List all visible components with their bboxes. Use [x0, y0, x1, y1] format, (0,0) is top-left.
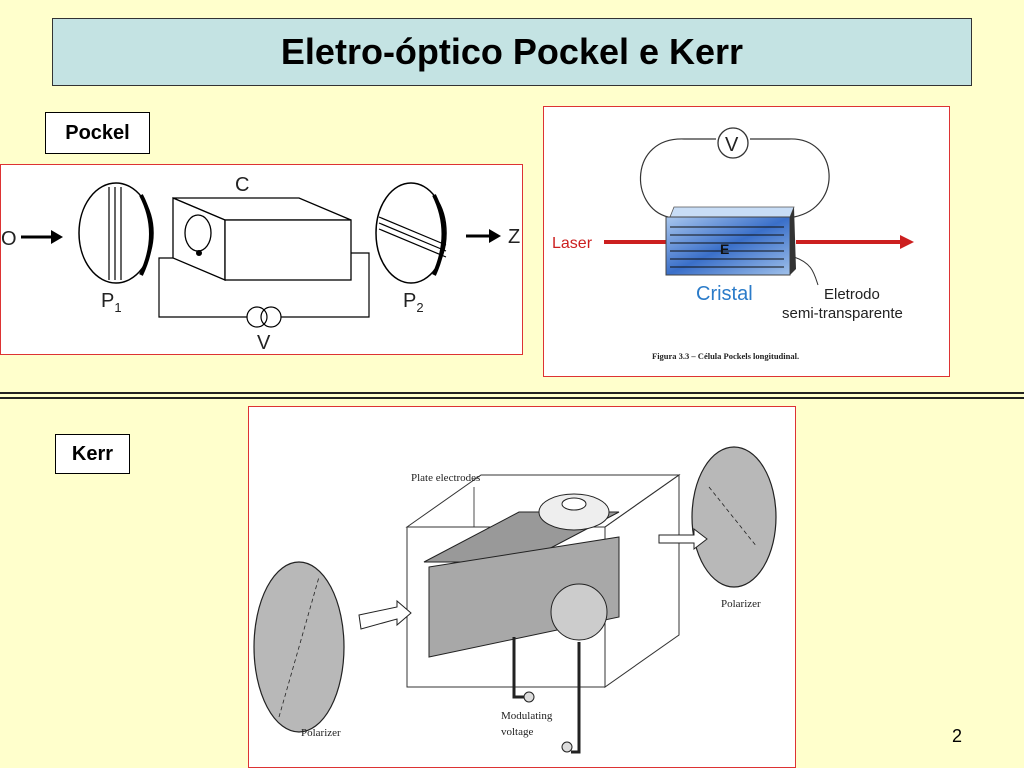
kerr-cell-figure: Polarizer Polarizer Plate electrodes Mod…	[253, 446, 777, 754]
crystal-label: Cristal	[696, 283, 753, 305]
kerr-cell-panel: Polarizer Polarizer Plate electrodes Mod…	[248, 406, 796, 768]
laser-label: Laser	[552, 235, 593, 252]
lead-1	[512, 637, 527, 699]
electrode-label-2: semi-transparente	[782, 305, 903, 322]
pockels-cell-panel: V Laser E Cristal Eletrodo semi-transpar…	[543, 106, 950, 377]
polarizer-2	[375, 182, 447, 284]
polarizer-2-label: P2	[403, 290, 424, 315]
input-arrow-head	[51, 230, 63, 244]
wire-left	[639, 138, 716, 218]
divider-bottom	[0, 397, 1024, 399]
cell-label: C	[235, 174, 249, 196]
lead-2	[571, 642, 581, 754]
pockel-schematic: O P1 C V P2 Z	[1, 174, 520, 354]
cylinder-top	[538, 493, 610, 531]
voltage-label: V	[257, 332, 271, 354]
left-polarizer-label: Polarizer	[301, 727, 341, 739]
voltmeter-label: V	[725, 134, 739, 156]
plate-electrodes-label: Plate electrodes	[411, 472, 480, 484]
divider-top	[0, 392, 1024, 394]
crystal-top	[669, 206, 795, 218]
polarizer-1-edge	[139, 194, 153, 276]
electrode-label-1: Eletrodo	[824, 286, 880, 303]
modulating-label-2: voltage	[501, 726, 533, 738]
right-polarizer	[691, 446, 777, 588]
page-number: 2	[951, 726, 962, 746]
output-light-arrow	[658, 527, 708, 551]
voltmeter	[717, 127, 749, 159]
electrode-pointer	[793, 256, 819, 286]
cell-front	[224, 219, 352, 281]
slide-title: Eletro-óptico Pockel e Kerr	[280, 31, 744, 72]
kerr-label: Kerr	[55, 434, 130, 474]
connector	[550, 583, 608, 641]
axis-label: Z	[508, 226, 520, 248]
pockels-cell-figure: V Laser E Cristal Eletrodo semi-transpar…	[552, 127, 914, 361]
input-light-arrow	[358, 599, 412, 630]
right-polarizer-label: Polarizer	[721, 598, 761, 610]
wire-left	[158, 257, 249, 318]
modulating-label-1: Modulating	[501, 710, 553, 722]
polarizer-1-label: P1	[101, 290, 122, 315]
pockel-schematic-panel: O P1 C V P2 Z	[0, 164, 523, 355]
pockel-label: Pockel	[45, 112, 150, 154]
field-lines	[670, 226, 784, 268]
wire-right	[750, 138, 830, 218]
output-arrow-head	[489, 229, 501, 243]
origin-label: O	[1, 228, 17, 250]
figure-caption: Figura 3.3 – Célula Pockels longitudinal…	[652, 351, 799, 361]
laser-arrow-head	[900, 235, 914, 249]
cell-side	[604, 474, 680, 688]
polarizer-2-line	[378, 216, 447, 246]
title-box: Eletro-óptico Pockel e Kerr	[52, 18, 972, 86]
field-label: E	[720, 241, 729, 257]
wire-right	[281, 252, 370, 318]
electrode	[790, 207, 796, 275]
